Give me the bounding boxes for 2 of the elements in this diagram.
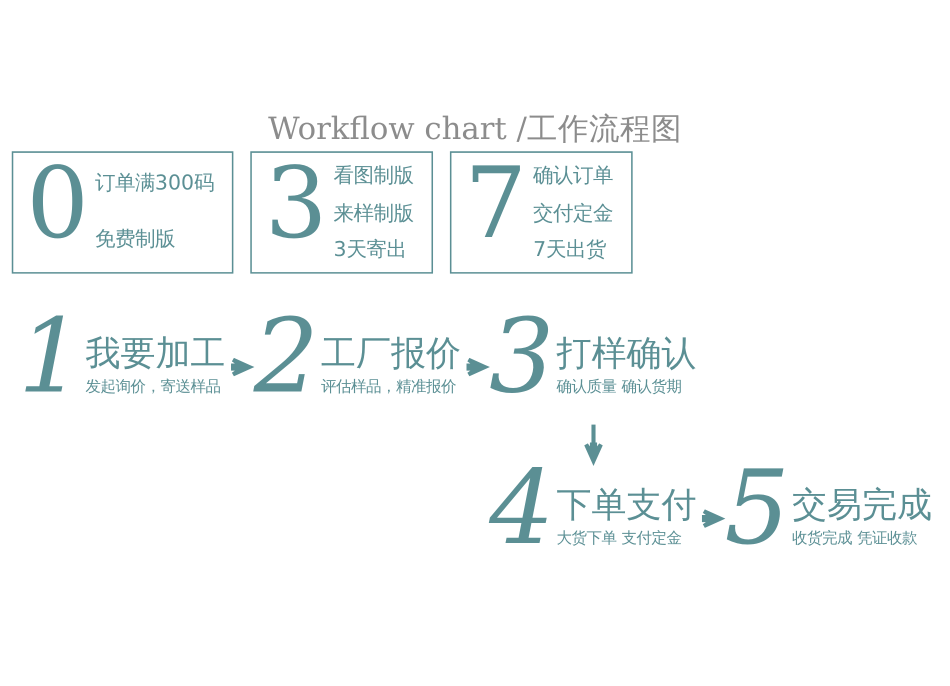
arrow	[584, 424, 603, 464]
diagram-title: Workflow chart /工作流程图	[268, 110, 682, 147]
